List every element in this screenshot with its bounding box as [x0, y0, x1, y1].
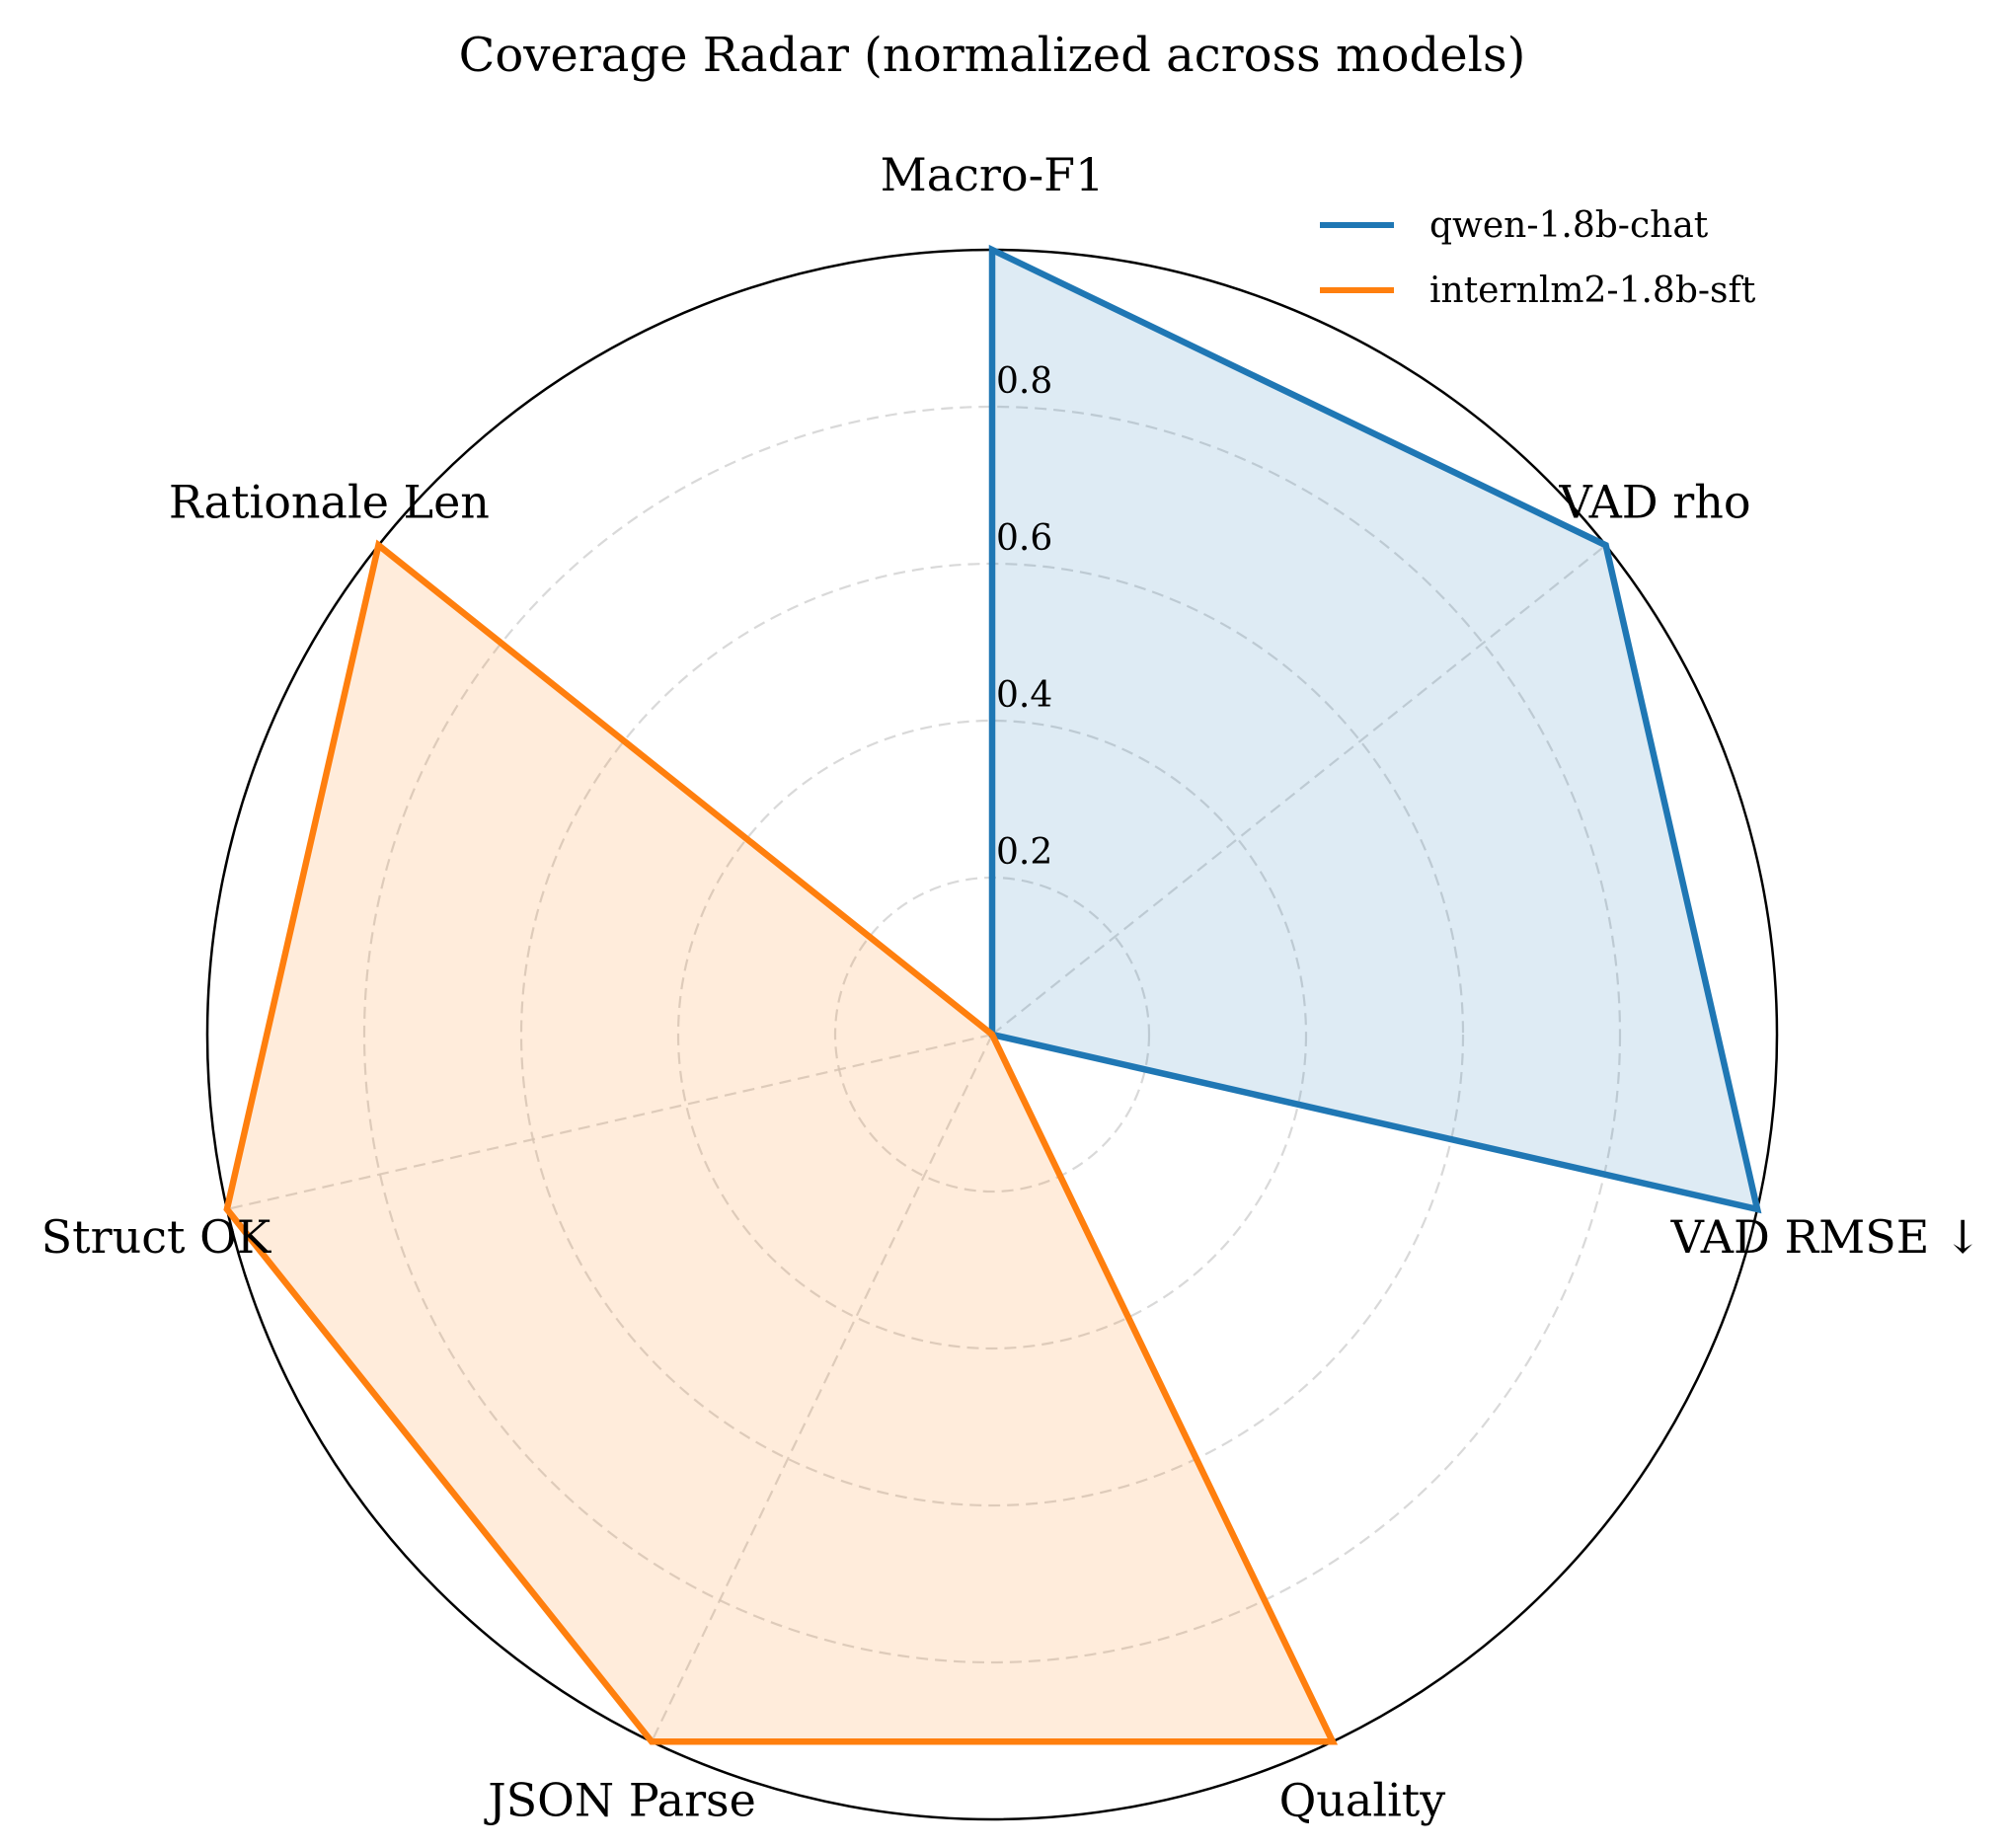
r-tick-label: 0.4 [996, 675, 1052, 716]
axis-label-rationale-len: Rationale Len [169, 475, 490, 528]
legend-label-internlm2-1.8b-sft: internlm2-1.8b-sft [1429, 270, 1756, 311]
series-line-internlm2-1-8b-sft [223, 539, 1339, 1745]
legend: qwen-1.8b-chat internlm2-1.8b-sft [1320, 205, 1756, 311]
axis-label-quality: Quality [1279, 1773, 1446, 1826]
chart-title: Coverage Radar (normalized across models… [459, 28, 1526, 83]
r-tick-label: 0.6 [996, 518, 1052, 559]
series-fill-internlm2-1-8b-sft [226, 545, 1333, 1742]
grid-ring-0-4 [676, 719, 1308, 1350]
axis-label-vad-rho: VAD rho [1558, 475, 1750, 528]
tick-layer: 0.2 0.4 0.6 0.8 [996, 361, 1052, 873]
legend-label-qwen-1.8b-chat: qwen-1.8b-chat [1429, 205, 1709, 246]
grid-ring-0-8 [362, 405, 1622, 1664]
series-line-qwen-1-8b-chat [988, 244, 1762, 1214]
r-tick-label: 0.8 [996, 361, 1052, 402]
series-fill-qwen-1-8b-chat [992, 250, 1758, 1209]
series-layer [223, 244, 1762, 1745]
axis-label-macro-f1: Macro-F1 [881, 148, 1105, 201]
axis-label-vad-rmse: VAD RMSE ↓ [1670, 1210, 1982, 1264]
axis-label-struct-ok: Struct OK [41, 1210, 272, 1264]
r-tick-label: 0.2 [996, 832, 1052, 873]
axis-label-json-parse: JSON Parse [484, 1773, 756, 1826]
